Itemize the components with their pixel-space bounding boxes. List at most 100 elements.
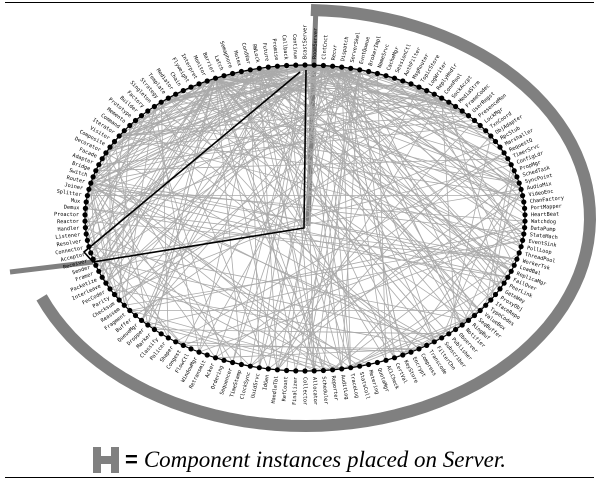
edge (109, 288, 427, 346)
component-node (96, 162, 102, 168)
component-node (107, 286, 113, 292)
edge-layer (84, 64, 526, 372)
node-label: ChanFactory (530, 195, 565, 205)
edge (147, 78, 216, 326)
component-node (204, 352, 210, 358)
edge (105, 78, 216, 284)
edge (141, 66, 278, 321)
component-node (145, 322, 151, 328)
edge (98, 125, 481, 166)
edge (175, 341, 412, 353)
component-node (88, 180, 94, 186)
component-node (238, 68, 244, 75)
edge (277, 135, 492, 371)
component-node (82, 205, 88, 211)
component-node (391, 75, 398, 81)
edge (198, 73, 378, 85)
edge (85, 201, 251, 367)
edge (286, 65, 315, 371)
node-label: Joiner (64, 182, 84, 191)
edge (314, 64, 496, 142)
edge (182, 66, 333, 346)
edge (268, 66, 501, 290)
component-node (145, 108, 151, 114)
component-node (416, 84, 422, 90)
edge (90, 110, 463, 184)
component-node (88, 250, 94, 256)
node-label: HandleTbl (271, 375, 280, 404)
component-node (391, 355, 398, 361)
edge (105, 66, 342, 284)
component-node (111, 291, 118, 298)
component-node (488, 297, 494, 303)
node-label: AudioMix (527, 181, 553, 192)
component-node (86, 244, 92, 250)
edge (105, 69, 360, 284)
component-node (138, 317, 145, 323)
component-node (311, 368, 317, 374)
node-label: Handler (57, 226, 79, 233)
component-node (99, 156, 105, 162)
component-node (366, 361, 372, 368)
component-node (320, 62, 326, 69)
edge (341, 67, 387, 361)
node-label: PortMapper (530, 204, 562, 212)
edge (259, 67, 522, 190)
h-bracket-icon (92, 447, 119, 473)
edge (141, 69, 251, 321)
edge (101, 78, 216, 278)
edge (124, 240, 523, 306)
component-node (158, 331, 164, 337)
component-node (374, 70, 380, 77)
edge (323, 68, 352, 371)
edge (250, 69, 481, 311)
edge (109, 115, 469, 290)
edge (147, 110, 225, 361)
node-label: Watchdog (531, 219, 556, 226)
edge (160, 102, 269, 370)
component-node (274, 367, 280, 373)
component-node (446, 99, 452, 105)
node-label: DataPump (530, 226, 555, 234)
edge (135, 120, 520, 184)
node-label: VideoEnc (528, 189, 554, 199)
component-node (256, 65, 262, 71)
component-node (116, 133, 122, 139)
component-node (96, 268, 102, 274)
component-node (477, 122, 483, 129)
component-node (93, 168, 99, 174)
component-node (471, 117, 478, 124)
edge (304, 64, 352, 368)
component-node (293, 62, 299, 68)
component-node (424, 88, 430, 94)
edge (105, 77, 216, 154)
edge (92, 176, 427, 346)
component-node (408, 81, 414, 87)
node-label: Mutex (232, 50, 242, 67)
edge (85, 77, 216, 209)
edge (341, 66, 463, 326)
component-node (90, 256, 96, 262)
edge (85, 90, 427, 228)
node-label: Router (66, 175, 86, 185)
edge (168, 83, 412, 99)
edge (332, 182, 520, 371)
bottom-rule (5, 477, 594, 478)
edge (119, 65, 324, 137)
component-node (416, 346, 422, 352)
component-node (180, 88, 186, 94)
component-node (90, 174, 96, 180)
node-label: Scheduler (320, 376, 328, 405)
component-node (284, 367, 290, 374)
node-label: UuidSrvc (250, 373, 261, 399)
edge (215, 348, 420, 359)
component-node (127, 122, 133, 129)
component-node (196, 81, 202, 87)
component-node (293, 368, 299, 374)
edge (323, 65, 525, 235)
node-label: IdGen (262, 374, 271, 390)
edge (98, 68, 260, 272)
node-label: Finalizer (292, 377, 299, 405)
edge (323, 65, 469, 116)
